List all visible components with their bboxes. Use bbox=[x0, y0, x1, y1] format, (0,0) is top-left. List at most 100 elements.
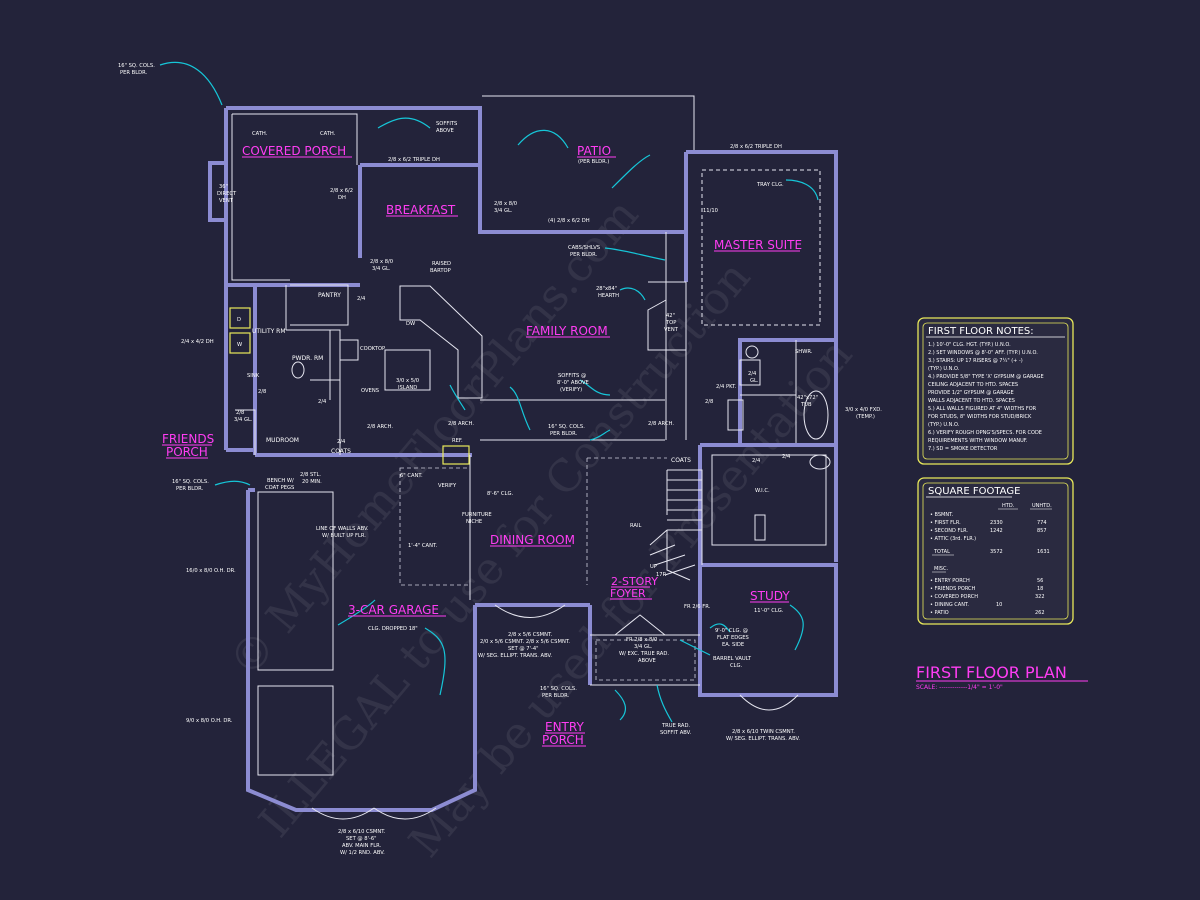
note-niche-1: FURNITURE bbox=[462, 512, 492, 518]
note-pantry-door: 2/4 bbox=[357, 296, 366, 302]
plan-title: FIRST FLOOR PLAN bbox=[916, 663, 1067, 682]
note-bench-1: BENCH W/ bbox=[267, 478, 294, 484]
sqft-misc-value: 18 bbox=[1037, 586, 1043, 592]
note-island-2: ISLAND bbox=[398, 385, 417, 391]
note-gl-left-2: 3/4 GL. bbox=[234, 417, 253, 423]
note-clg90-2: FLAT EDGES bbox=[717, 635, 749, 641]
note-cols2-2: PER BLDR. bbox=[550, 431, 578, 437]
sqft-total-unhtd: 1631 bbox=[1037, 549, 1050, 555]
note-up: UP bbox=[650, 564, 657, 570]
sqft-col-htd: HTD. bbox=[1002, 503, 1015, 509]
note-cols4-1: 16" SQ. COLS. bbox=[540, 686, 577, 692]
sqft-row-htd: 1242 bbox=[990, 528, 1003, 534]
room-labels: COVERED PORCH PATIO BREAKFAST MASTER SUI… bbox=[162, 144, 802, 747]
sqft-misc-value: 262 bbox=[1035, 610, 1045, 616]
note-soffits2-2: 8'-0" ABOVE bbox=[557, 380, 589, 386]
note-cath-1: CATH. bbox=[252, 131, 268, 137]
note-top-vent-2: TOP bbox=[665, 320, 676, 326]
sqft-total-htd: 3572 bbox=[990, 549, 1003, 555]
note-1110: 11/10 bbox=[703, 208, 718, 214]
note-soffits2-1: SOFFITS @ bbox=[558, 373, 586, 379]
room-entry-label-2: PORCH bbox=[542, 733, 584, 747]
note-verify: VERIFY bbox=[438, 483, 457, 489]
sqft-row-label: • BSMNT. bbox=[930, 512, 954, 518]
note-barrel-1: BARREL VAULT bbox=[713, 656, 752, 662]
note-raised-2: BARTOP bbox=[430, 268, 451, 274]
note-clg-86: 8'-6" CLG. bbox=[487, 491, 513, 497]
square-footage-box: SQUARE FOOTAGE HTD. UNHTD. • BSMNT. • FI… bbox=[917, 477, 1074, 625]
note-stl-1: 2/8 STL. bbox=[300, 472, 321, 478]
room-foyer-label-2: FOYER bbox=[610, 587, 646, 600]
note-direct-vent-1: 36" bbox=[219, 184, 228, 190]
note-island-1: 3/0 x 5/0 bbox=[396, 378, 419, 384]
note-fxd-2: (TEMP.) bbox=[856, 414, 875, 420]
note-direct-vent-3: VENT bbox=[219, 198, 234, 204]
room-entry-label-1: ENTRY bbox=[545, 720, 584, 734]
note-gl-2: 3/4 GL. bbox=[494, 208, 513, 214]
note-17r: 17R bbox=[656, 572, 667, 578]
sqft-row-label: • SECOND FLR. bbox=[930, 528, 968, 534]
room-breakfast: BREAKFAST bbox=[386, 203, 456, 217]
note-soffits-2: ABOVE bbox=[436, 128, 454, 134]
notes-item: FOR STUDS, 8" WIDTHS FOR STUD/BRICK bbox=[928, 414, 1032, 420]
note-dw: DW bbox=[406, 321, 415, 327]
note-tray-clg: TRAY CLG. bbox=[756, 182, 784, 188]
notes-item: 5.) ALL WALLS FIGURED AT 4" WIDTHS FOR bbox=[928, 406, 1037, 412]
room-study: STUDY bbox=[750, 589, 790, 603]
note-direct-vent-2: DIRECT bbox=[217, 191, 237, 197]
sqft-misc-value: 56 bbox=[1037, 578, 1043, 584]
notes-item: 6.) VERIFY ROUGH OPNG'S/SPECS. FOR CODE bbox=[928, 430, 1042, 436]
notes-item: (TYP.) U.N.O. bbox=[928, 366, 960, 372]
note-clg90-3: EA. SIDE bbox=[722, 642, 744, 648]
note-dh-small: 2/4 x 4/2 DH bbox=[181, 339, 214, 345]
note-gl3-1: 2/8 x 8/0 bbox=[370, 259, 393, 265]
note-twin-1: 2/8 x 6/10 TWIN CSMNT. bbox=[732, 729, 795, 735]
room-foyer-label-1: 2-STORY bbox=[611, 575, 658, 588]
note-csmt-4: W/ SEG. ELLIPT. TRANS. ABV. bbox=[478, 653, 552, 659]
note-dh-1: 2/8 x 6/2 bbox=[330, 188, 353, 194]
note-twin-2: W/ SEG. ELLIPT. TRANS. ABV. bbox=[726, 736, 800, 742]
note-arch-3: 2/8 ARCH. bbox=[648, 421, 674, 427]
note-pwdr: PWDR. RM bbox=[292, 355, 323, 362]
note-utility: UTILITY RM bbox=[252, 328, 286, 335]
note-door-24c: 2/4 bbox=[752, 458, 761, 464]
note-clg-110: 11'-0" CLG. bbox=[754, 608, 784, 614]
note-bot-4: W/ 1/2 RND. ABV. bbox=[340, 850, 385, 856]
note-fr-4: ABOVE bbox=[638, 658, 656, 664]
sqft-row-label: • ATTIC (3rd. FLR.) bbox=[930, 536, 976, 542]
note-cant-2: 1'-4" CANT. bbox=[408, 543, 438, 549]
note-sink: SINK bbox=[247, 373, 260, 379]
note-gl-1: 2/8 x 8/0 bbox=[494, 201, 517, 207]
room-friends-label-2: PORCH bbox=[166, 445, 208, 459]
note-coats-1: COATS bbox=[331, 448, 351, 455]
note-top-vent-3: VENT bbox=[664, 327, 679, 333]
note-ohdr-1: 16/0 x 8/0 O.H. DR. bbox=[186, 568, 236, 574]
note-gl3-2: 3/4 GL. bbox=[372, 266, 391, 272]
note-tub-2: TUB bbox=[800, 402, 812, 408]
notes-item: PROVIDE 1/2" GYPSUM @ GARAGE bbox=[928, 390, 1014, 396]
fixtures bbox=[229, 307, 831, 541]
note-top-vent-1: 42" bbox=[666, 313, 675, 319]
note-gl2: 2/4 bbox=[748, 371, 757, 377]
note-csmt-2: 2/0 x 5/6 CSMNT. 2/8 x 5/6 CSMNT. bbox=[480, 639, 570, 645]
note-bot-1: 2/8 x 6/10 CSMNT. bbox=[338, 829, 386, 835]
note-dh-2: DH bbox=[338, 195, 346, 201]
note-raised-1: RAISED bbox=[432, 261, 451, 267]
sqft-title: SQUARE FOOTAGE bbox=[928, 486, 1020, 497]
note-clg-dropped: CLG. DROPPED 18" bbox=[368, 626, 418, 632]
note-barrel-2: CLG. bbox=[730, 663, 743, 669]
note-door-28b: 2/8 bbox=[705, 399, 713, 405]
sqft-misc-label-row: • ENTRY PORCH bbox=[930, 578, 970, 584]
note-door-28: 2/8 bbox=[258, 389, 266, 395]
note-gl2b: GL. bbox=[750, 378, 759, 384]
note-bench-2: COAT PEGS bbox=[265, 485, 294, 491]
note-shwr: SHWR. bbox=[795, 349, 813, 355]
sqft-row-unhtd: 857 bbox=[1037, 528, 1047, 534]
note-arch-1: 2/8 ARCH. bbox=[367, 424, 393, 430]
note-stl-2: 20 MIN. bbox=[302, 479, 322, 485]
notes-title: FIRST FLOOR NOTES: bbox=[928, 326, 1034, 337]
sqft-misc-label: MISC. bbox=[934, 566, 948, 572]
note-cols3-2: PER BLDR. bbox=[176, 486, 204, 492]
note-csmt-1: 2/8 x 5/6 CSMNT. bbox=[508, 632, 553, 638]
notes-item: WALLS ADJACENT TO HTD. SPACES bbox=[928, 398, 1015, 404]
